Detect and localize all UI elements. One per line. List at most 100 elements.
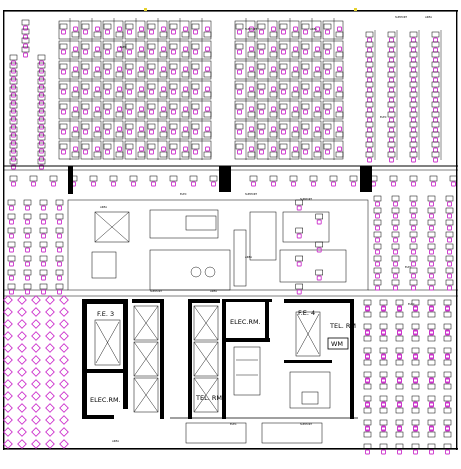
chair	[117, 126, 122, 132]
desk	[379, 443, 388, 450]
desk	[9, 54, 18, 61]
chair	[17, 403, 27, 413]
stair-run	[296, 313, 320, 355]
chair	[429, 306, 434, 312]
chair	[397, 449, 402, 455]
chair	[315, 106, 320, 112]
chair	[105, 129, 110, 135]
lounge-seat	[45, 355, 55, 365]
desk	[279, 123, 288, 130]
chair	[429, 402, 434, 408]
cubicle	[58, 80, 80, 100]
chair	[149, 129, 154, 135]
chair	[17, 379, 27, 389]
desk	[301, 123, 310, 130]
chair	[57, 261, 62, 267]
cubicle	[256, 140, 278, 160]
desk	[21, 37, 30, 44]
desk	[445, 267, 454, 274]
chair	[411, 157, 416, 163]
desk	[427, 407, 436, 414]
elec-rm-upper-label: ELEC.RM.	[230, 318, 261, 326]
chair	[271, 86, 276, 92]
desk	[363, 323, 372, 330]
chair	[31, 331, 41, 341]
desk	[23, 199, 32, 206]
building-core	[82, 299, 358, 444]
chair	[211, 181, 216, 187]
chair	[337, 46, 342, 52]
chair	[117, 106, 122, 112]
area-label: ELEC	[180, 192, 187, 196]
desk	[409, 111, 418, 118]
desk	[431, 91, 440, 98]
desk	[301, 23, 310, 30]
chair	[17, 415, 27, 425]
chair	[249, 146, 254, 152]
lounge-seat	[31, 403, 41, 413]
chair	[83, 109, 88, 115]
desk	[409, 71, 418, 78]
chair	[271, 126, 276, 132]
chair	[11, 164, 16, 170]
chair	[171, 69, 176, 75]
desk	[409, 41, 418, 48]
chair	[315, 66, 320, 72]
desk	[103, 103, 112, 110]
desk	[279, 63, 288, 70]
chair	[293, 26, 298, 32]
chair	[95, 146, 100, 152]
desk	[365, 51, 374, 58]
desk	[363, 383, 372, 390]
cubicle	[102, 80, 124, 100]
desk	[9, 94, 18, 101]
elec-rm-lower-label: ELEC.RM.	[90, 396, 121, 404]
lounge-seat	[31, 379, 41, 389]
cubicle	[80, 140, 102, 160]
chair	[117, 26, 122, 32]
chair	[9, 219, 14, 225]
chair	[45, 391, 55, 401]
chair	[25, 233, 30, 239]
lounge-seat	[3, 391, 13, 401]
desk	[301, 103, 310, 110]
desk	[37, 126, 46, 133]
desk	[59, 123, 68, 130]
desk	[39, 269, 48, 276]
desk	[395, 419, 404, 426]
lounge-seat	[45, 439, 55, 449]
chair	[315, 126, 320, 132]
cubicle	[102, 40, 124, 60]
chair	[17, 331, 27, 341]
desk	[103, 123, 112, 130]
desk	[409, 267, 418, 274]
chair	[237, 129, 242, 135]
desk	[409, 91, 418, 98]
chair	[45, 331, 55, 341]
cubicle	[168, 60, 190, 80]
chair	[316, 219, 322, 225]
chair	[57, 247, 62, 253]
chair	[183, 86, 188, 92]
chair	[139, 146, 144, 152]
lounge-seat	[17, 439, 27, 449]
desk	[323, 143, 332, 150]
chair	[325, 89, 330, 95]
lounge-seat	[59, 403, 69, 413]
desk	[125, 43, 134, 50]
cubicle	[146, 140, 168, 160]
desk	[9, 142, 18, 149]
chair	[183, 46, 188, 52]
desk	[379, 371, 388, 378]
desk	[39, 255, 48, 262]
cubicle	[322, 120, 344, 140]
chair	[3, 295, 13, 305]
chair	[293, 66, 298, 72]
area-label: ELEC	[408, 302, 415, 306]
lounge-seat	[3, 307, 13, 317]
desk	[373, 255, 382, 262]
chair	[413, 426, 418, 432]
desk	[431, 71, 440, 78]
desk	[125, 63, 134, 70]
desk	[411, 299, 420, 306]
